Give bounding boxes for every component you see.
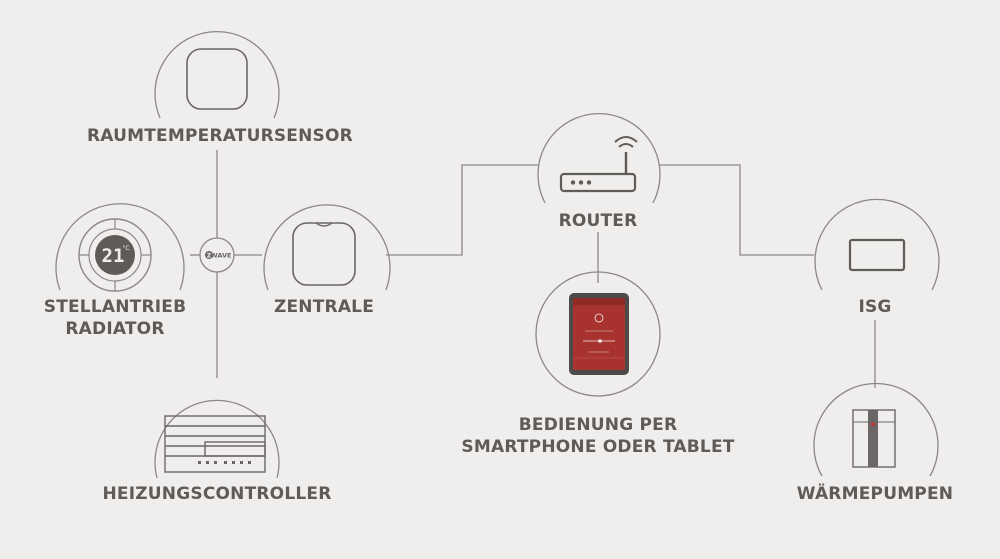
sensor-icon bbox=[186, 48, 248, 110]
label-waermepumpen-text: WÄRMEPUMPEN bbox=[796, 484, 954, 504]
circle-bedienung bbox=[535, 271, 661, 397]
label-bedienung-line1: BEDIENUNG PER bbox=[518, 415, 678, 435]
label-isg: ISG bbox=[825, 296, 925, 318]
label-raumtemperatursensor-text: RAUMTEMPERATURSENSOR bbox=[87, 126, 353, 146]
router-icon bbox=[559, 136, 638, 193]
label-heizungscontroller: HEIZUNGSCONTROLLER bbox=[97, 483, 337, 505]
zentrale-icon bbox=[292, 222, 356, 286]
label-bedienung: BEDIENUNG PER SMARTPHONE ODER TABLET bbox=[458, 414, 738, 458]
heizungscontroller-icon bbox=[164, 415, 266, 473]
circle-waermepumpen bbox=[813, 382, 939, 477]
zwave-badge-icon bbox=[205, 251, 213, 259]
label-stellantrieb-line1: STELLANTRIEB bbox=[43, 297, 187, 317]
circle-heizungscontroller bbox=[154, 399, 280, 479]
hub-circle bbox=[199, 237, 235, 273]
label-isg-text: ISG bbox=[858, 297, 892, 317]
isg-icon bbox=[848, 238, 906, 272]
thermostat-unit: °C bbox=[122, 245, 129, 252]
label-router-text: ROUTER bbox=[558, 211, 638, 231]
label-stellantrieb: STELLANTRIEB RADIATOR bbox=[25, 296, 205, 340]
label-waermepumpen: WÄRMEPUMPEN bbox=[785, 483, 965, 505]
label-zentrale-text: ZENTRALE bbox=[273, 297, 375, 317]
label-raumtemperatursensor: RAUMTEMPERATURSENSOR bbox=[87, 125, 353, 147]
connection-lines bbox=[190, 150, 876, 388]
thermostat-display bbox=[95, 235, 135, 275]
thermostat-icon: 21 °C bbox=[78, 218, 152, 292]
node-circles bbox=[55, 30, 940, 479]
zwave-label: WAVE bbox=[211, 252, 232, 260]
label-heizungscontroller-text: HEIZUNGSCONTROLLER bbox=[102, 484, 332, 504]
waermepumpe-icon bbox=[852, 409, 896, 468]
circle-zentrale bbox=[263, 204, 391, 291]
label-zentrale: ZENTRALE bbox=[254, 296, 394, 318]
label-router: ROUTER bbox=[538, 210, 658, 232]
zwave-hub: Z WAVE bbox=[199, 237, 235, 273]
label-bedienung-line2: SMARTPHONE ODER TABLET bbox=[461, 437, 735, 457]
circle-isg bbox=[814, 198, 940, 291]
thermostat-value: 21 bbox=[102, 245, 125, 267]
line-router-isg bbox=[660, 164, 814, 256]
tablet-icon bbox=[569, 293, 629, 375]
circle-raumtemperatursensor bbox=[154, 30, 280, 119]
zwave-badge: Z bbox=[207, 253, 212, 260]
circle-stellantrieb bbox=[55, 203, 185, 291]
line-zentrale-router bbox=[386, 164, 538, 256]
circle-router bbox=[537, 113, 661, 204]
label-stellantrieb-line2: RADIATOR bbox=[65, 319, 165, 339]
